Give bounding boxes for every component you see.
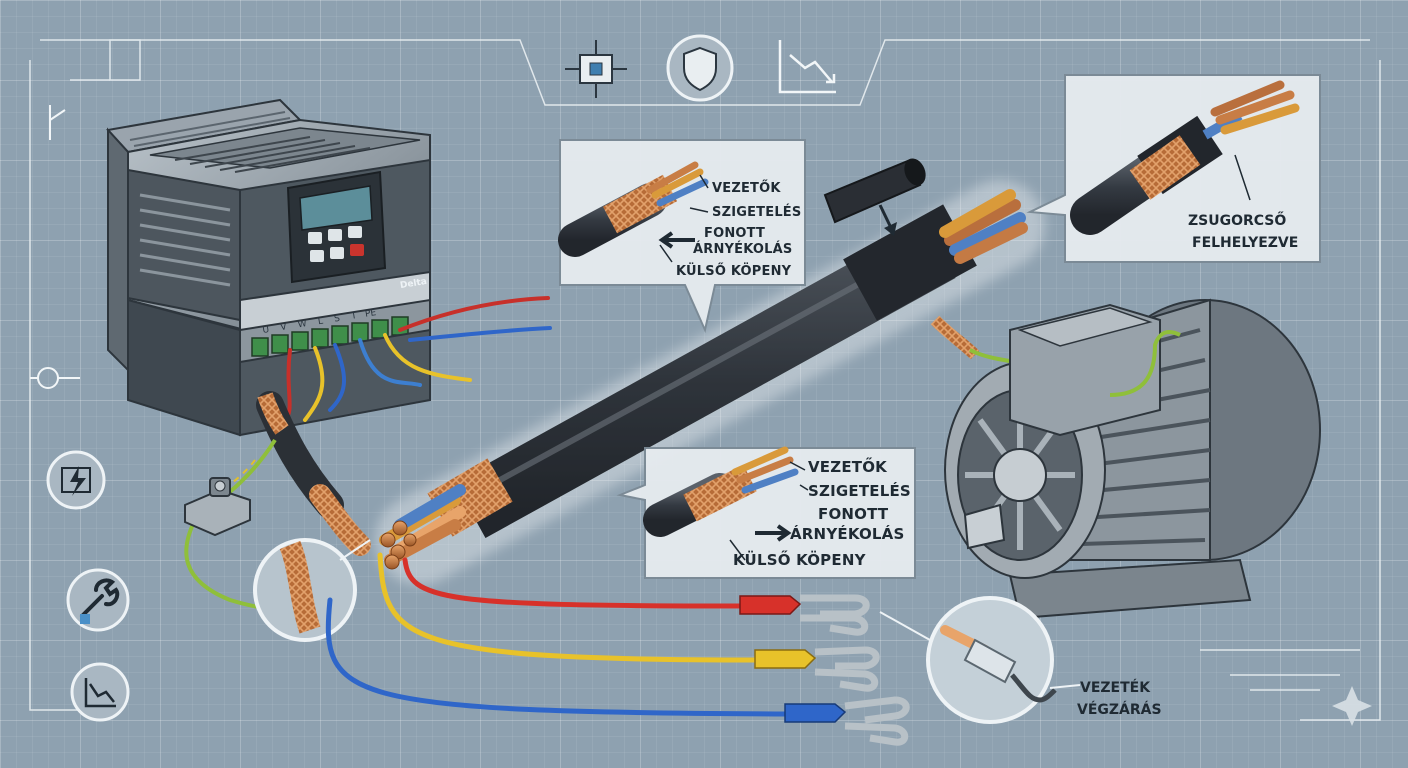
terminal-pe: PE xyxy=(364,308,377,320)
terminal-v: V xyxy=(279,322,288,334)
vfd-keypad xyxy=(286,170,387,284)
chip-icon xyxy=(565,40,627,98)
wrench-icon xyxy=(66,568,130,632)
main-cable xyxy=(375,180,1045,585)
bottom-label-outer-jacket: KÜLSŐ KÖPENY xyxy=(733,551,866,569)
chart-down-icon xyxy=(778,40,836,94)
vfd-wires xyxy=(283,296,552,422)
heatshrink-callout-panel xyxy=(1026,74,1321,263)
output-wires xyxy=(325,552,793,717)
bottom-label-shielding: ÁRNYÉKOLÁS xyxy=(790,525,905,543)
top-label-shielding: ÁRNYÉKOLÁS xyxy=(693,242,793,257)
top-label-braided: FONOTT xyxy=(704,226,766,241)
terminal-t: T xyxy=(350,311,358,322)
bottom-label-insulation: SZIGETELÉS xyxy=(808,482,911,500)
top-label-outer-jacket: KÜLSŐ KÖPENY xyxy=(676,264,792,279)
shield-icon xyxy=(666,34,734,102)
terminal-w: W xyxy=(297,319,308,331)
lug-yellow xyxy=(754,646,880,692)
bottom-callout-panel xyxy=(616,446,916,579)
termination-label-line2: VÉGZÁRÁS xyxy=(1077,702,1162,718)
power-icon xyxy=(30,367,80,389)
lightning-icon xyxy=(46,450,106,510)
braid-magnifier xyxy=(253,538,371,642)
terminal-l: L xyxy=(317,316,324,328)
lug-blue xyxy=(784,696,910,746)
vfd-drive xyxy=(106,98,431,437)
ground-clamp xyxy=(184,477,251,537)
termination-magnifier xyxy=(879,596,1081,724)
terminal-u: U xyxy=(261,325,271,336)
terminal-s: S xyxy=(333,313,341,325)
top-label-conductors: VEZETŐK xyxy=(712,181,781,196)
electric-motor xyxy=(944,298,1321,620)
lug-red xyxy=(739,594,870,636)
heatshrink-label-line2: FELHELYEZVE xyxy=(1192,235,1299,251)
bottom-label-conductors: VEZETŐK xyxy=(808,458,887,476)
top-callout-panel xyxy=(558,139,806,334)
bottom-label-braided: FONOTT xyxy=(818,505,889,523)
sparkle-icon xyxy=(1332,686,1372,726)
switch-icon xyxy=(49,105,66,140)
frame-lines xyxy=(29,39,1381,721)
chart-icon xyxy=(70,662,130,722)
heatshrink-label-line1: ZSUGORCSŐ xyxy=(1188,213,1287,229)
termination-label-line1: VEZETÉK xyxy=(1080,680,1151,696)
top-label-insulation: SZIGETELÉS xyxy=(712,205,802,220)
heatshrink-tube xyxy=(823,158,926,236)
